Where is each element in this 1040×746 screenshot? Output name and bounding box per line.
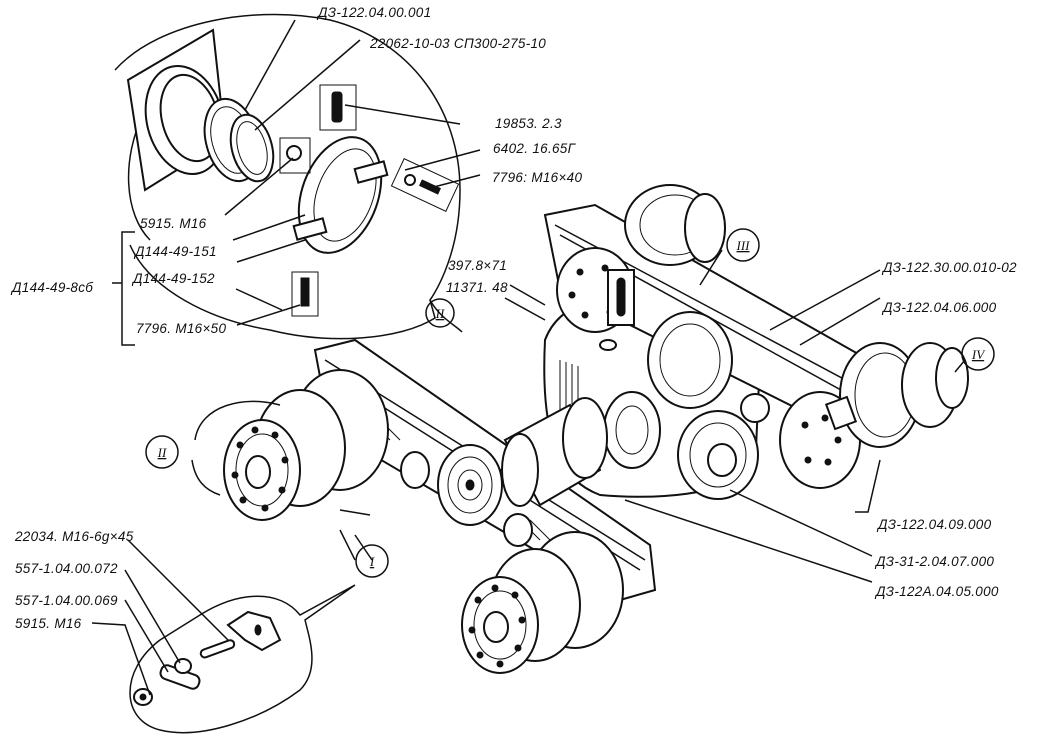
label-right-2: ДЗ-122.04.06.000 xyxy=(881,300,997,315)
leader-lines-right xyxy=(339,249,966,583)
right-hub-assembly xyxy=(779,342,969,489)
callout-II-left-text: II xyxy=(157,445,167,460)
callout-IV: IV xyxy=(961,337,995,371)
label-top-1: ДЗ-122.04.00.001 xyxy=(316,5,431,20)
label-br-1: ДЗ-122.04.09.000 xyxy=(876,517,992,532)
label-group: Д144-49-8сб xyxy=(10,280,93,295)
label-l-1: 5915. М16 xyxy=(140,216,207,231)
label-bl-2: 557-1.04.00.072 xyxy=(15,561,118,576)
leader-lines-bottom-left xyxy=(91,539,229,696)
leader-lines-top xyxy=(112,19,481,346)
part-labels: ДЗ-122.04.00.001 22062-10-03 СП300-275-1… xyxy=(10,5,1017,631)
flange-plate-part xyxy=(126,28,275,192)
left-hub-upper xyxy=(223,369,389,521)
bolt-box-m16x40 xyxy=(390,158,460,212)
label-bl-4: 5915. М16 xyxy=(15,616,82,631)
label-l-2: Д144-49-151 xyxy=(133,244,217,259)
upper-final-drive-casing xyxy=(543,184,872,422)
grease-fitting-box xyxy=(319,84,357,131)
left-hub-lower xyxy=(461,531,624,674)
label-br-3: ДЗ-122А.04.05.000 xyxy=(874,584,999,599)
label-br-2: ДЗ-31-2.04.07.000 xyxy=(874,554,994,569)
label-r-2: 6402. 16.65Г xyxy=(493,141,577,156)
label-mid-1: 397.8×71 xyxy=(448,258,507,273)
label-r-1: 19853. 2.3 xyxy=(495,116,562,131)
label-r-3: 7796: М16×40 xyxy=(492,170,582,185)
bolt-box-m16x50 xyxy=(291,271,319,317)
label-l-4: 7796. М16×50 xyxy=(136,321,226,336)
clamp-part xyxy=(292,136,389,254)
callout-III: III xyxy=(726,228,760,262)
callout-IV-text: IV xyxy=(971,347,986,362)
label-right-1: ДЗ-122.30.00.010-02 xyxy=(881,260,1017,275)
center-coupling xyxy=(647,311,770,500)
label-bl-3: 557-1.04.00.069 xyxy=(15,593,118,608)
callout-I-text: I xyxy=(369,554,375,569)
callout-II-top-text: II xyxy=(435,306,445,321)
middle-cylinder xyxy=(501,397,608,507)
label-top-2: 22062-10-03 СП300-275-10 xyxy=(369,36,546,51)
detail-I-parts xyxy=(133,610,282,706)
callout-II-left: II xyxy=(145,435,179,469)
callout-II-top: II xyxy=(425,298,455,328)
label-l-3: Д144-49-152 xyxy=(131,271,215,286)
cover-disk xyxy=(400,444,533,547)
label-bl-1: 22034. М16-6g×45 xyxy=(14,529,134,544)
label-mid-2: 11371. 48 xyxy=(446,280,508,295)
detail-II-circle xyxy=(191,400,281,496)
callout-III-text: III xyxy=(736,238,751,253)
nut-box xyxy=(279,137,311,174)
callout-I: I xyxy=(355,544,389,578)
